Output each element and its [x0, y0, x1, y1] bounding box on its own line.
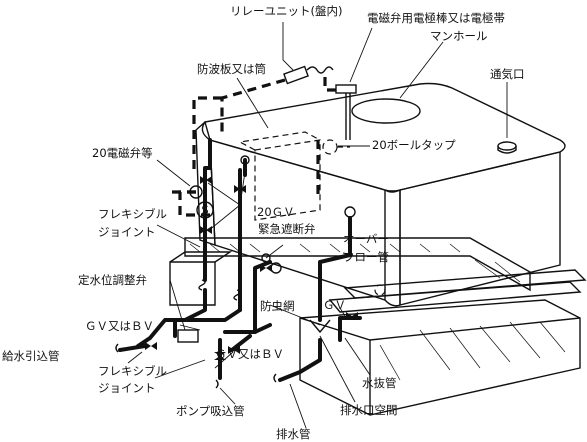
- gate-valve-top: [200, 176, 212, 184]
- label-baffle: 防波板又は筒: [197, 62, 266, 76]
- foundation: [169, 237, 587, 416]
- label-overflow-line2: フロー管: [343, 250, 389, 264]
- level-valve: [177, 329, 199, 343]
- label-flex-joint-1-line1: フレキシブル: [98, 207, 167, 221]
- drain-out-pipe: [338, 284, 386, 342]
- label-flex-joint-2-line2: ジョイント: [98, 381, 156, 395]
- ball-tap: [322, 139, 350, 155]
- supply-inlet-valve: [145, 342, 157, 350]
- drain-pipe: [273, 338, 322, 383]
- label-gv-or-bv-2: ＧＶ又はＢＶ: [215, 347, 284, 361]
- tank-body: [195, 82, 566, 307]
- vent: [497, 141, 517, 154]
- pump-suction: [214, 334, 252, 389]
- label-gv: ＧＶ: [323, 298, 346, 312]
- control-wire-2: [323, 75, 336, 92]
- solenoid-valve: S: [196, 201, 214, 219]
- label-insect-screen: 防虫網: [260, 299, 295, 313]
- label-solenoid20: 20電磁弁等: [92, 146, 153, 160]
- label-emergency-valve: 緊急遮断弁: [258, 222, 316, 236]
- gate-valve-mid: [200, 226, 212, 234]
- label-pump-suction: ポンプ吸込管: [176, 404, 245, 418]
- label-vent: 通気口: [490, 67, 525, 81]
- label-manhole: マンホール: [430, 29, 488, 43]
- solenoid-symbol: S: [201, 203, 208, 217]
- overflow-pipe: [309, 206, 356, 334]
- emergency-valve: [260, 253, 282, 274]
- flex-joint-2: [233, 289, 241, 301]
- supply-piping: [136, 138, 272, 348]
- label-drain-gap: 排水口空間: [340, 403, 398, 417]
- label-level-valve: 定水位調整弁: [78, 273, 147, 287]
- label-drain: 排水管: [276, 427, 311, 441]
- label-electrode: 電磁弁用電極棒又は電極帯: [367, 11, 505, 25]
- gv20-handle: [240, 155, 250, 165]
- leader-lines: [127, 22, 508, 429]
- baffle: [238, 131, 321, 221]
- flex-joint-1: [198, 279, 206, 291]
- manhole: [351, 98, 421, 124]
- label-gv20: 20ＧＶ: [257, 205, 295, 219]
- supply-pipe-break: [115, 343, 119, 353]
- base-hatching: [189, 243, 566, 381]
- label-supply-pipe: 給水引込管: [2, 349, 60, 363]
- electrode: [335, 84, 357, 140]
- label-flex-joint-2-line1: フレキシブル: [98, 364, 167, 378]
- label-flex-joint-1-line2: ジョイント: [98, 225, 156, 239]
- control-wire-5: [192, 96, 222, 175]
- label-overflow-line1: オーバー: [343, 232, 389, 246]
- label-ball-tap20: 20ボールタップ: [372, 138, 456, 152]
- relay-unit: [283, 65, 334, 85]
- label-relay-unit: リレーユニット(盤内): [230, 4, 342, 18]
- label-drain-pipe: 水抜管: [362, 376, 397, 390]
- control-wire-1: [220, 78, 286, 132]
- solenoid-pilot: [189, 185, 203, 199]
- label-gv-or-bv-1: ＧＶ又はＢＶ: [85, 319, 154, 333]
